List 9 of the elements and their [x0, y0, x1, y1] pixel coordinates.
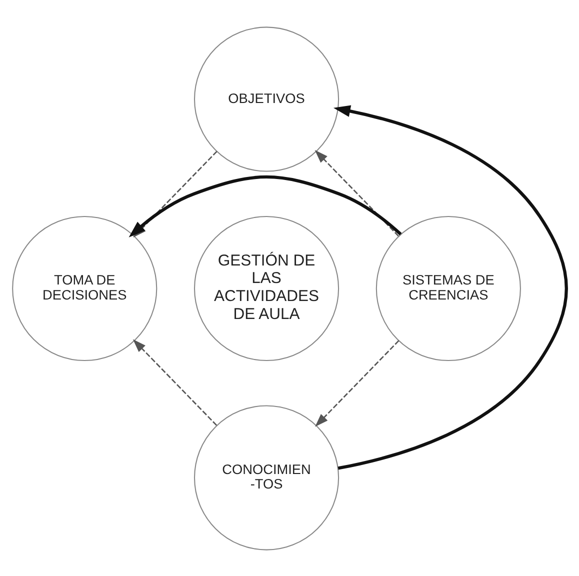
node-circle: OBJETIVOS — [194, 26, 340, 172]
arrow — [314, 149, 399, 236]
arrow — [315, 340, 400, 426]
node-circle: TOMA DE DECISIONES — [12, 215, 158, 361]
node-circle: CONOCIMIEN -TOS — [194, 404, 340, 550]
arrow — [333, 104, 568, 470]
arrow — [132, 338, 218, 426]
node-circle: GESTIÓN DE LAS ACTIVIDADES DE AULA — [194, 215, 340, 361]
node-circle: SISTEMAS DE CREENCIAS — [376, 215, 521, 361]
